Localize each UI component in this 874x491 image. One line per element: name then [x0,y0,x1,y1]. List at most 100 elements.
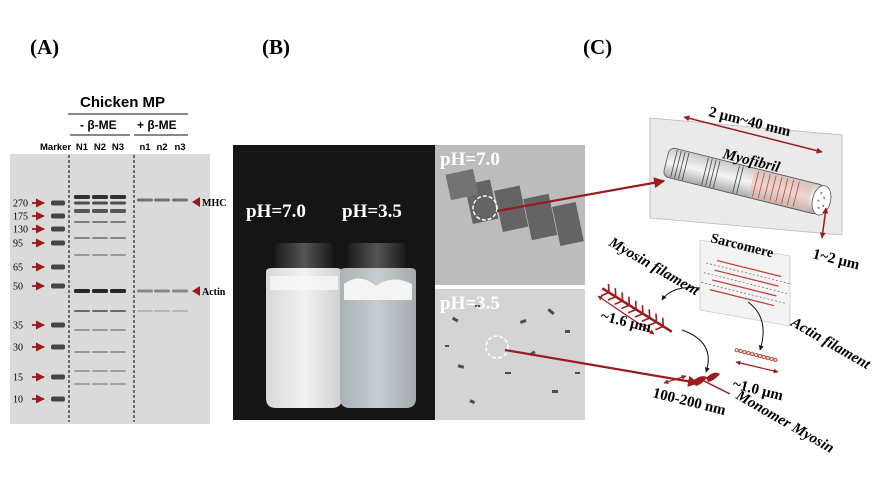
myosin-length-arrow [597,295,655,335]
protein-band [92,310,108,312]
actin-length-arrow [735,360,779,374]
sarcomere-filaments [701,259,790,307]
protein-band [92,289,108,293]
protein-band [172,198,188,202]
myosin-length-label: ~1.6 μm [599,308,653,336]
mw-label: 130 [13,225,28,236]
protein-band [110,310,126,312]
mw-label: 95 [13,239,23,250]
myofibril-diameter-label: 1~2 μm [811,246,861,273]
mhc-pointer-icon [192,197,200,207]
ladder-band [51,213,65,219]
protein-band [92,383,108,385]
ladder-band [51,396,65,402]
mw-label: 175 [13,212,28,223]
protein-band [172,289,188,293]
protein-band [154,289,170,293]
panel-label-c: (C) [583,35,612,59]
mw-label: 35 [13,321,23,332]
myosin-to-monomer-arrow [681,329,710,373]
tem-monomer-particles [445,305,580,405]
protein-band [110,351,126,353]
group-minus-label: - β-ME [80,118,117,132]
protein-band [137,310,153,312]
protein-band [74,329,90,331]
ladder-band [51,283,65,289]
protein-band [110,289,126,293]
mw-labels: 270 175 130 95 65 50 35 30 15 10 [13,198,45,406]
myosin-filament-label: Myosin filament [605,234,702,299]
sarcomere-to-myosin-arrow [661,287,701,301]
protein-band [74,201,90,205]
gel-bands [51,195,188,402]
vial-left-ph: pH=7.0 [246,201,306,222]
ladder-band [51,226,65,232]
protein-band [110,195,126,199]
actin-filament-shape [734,348,778,362]
protein-band [92,237,108,239]
ladder-band [51,200,65,206]
protein-band [74,254,90,256]
tem-top-zoom-circle [472,195,498,221]
ladder-band [51,344,65,350]
monomer-size-label: 100-200 nm [651,385,728,419]
protein-band [92,201,108,205]
mw-label: 10 [13,395,23,406]
lane-label: n3 [174,142,185,153]
mw-label: 65 [13,263,23,274]
lane-label: n1 [139,142,151,153]
protein-band [110,221,126,223]
mw-label: 270 [13,199,28,210]
protein-band [110,209,126,213]
protein-band [74,209,90,213]
tem-bottom-ph: pH=3.5 [440,293,500,314]
ladder-band [51,240,65,246]
protein-band [110,201,126,205]
protein-band [92,370,108,372]
myofibril-length-arrow [683,115,823,154]
protein-band [110,329,126,331]
protein-band [154,310,170,312]
gel-title: Chicken MP [80,94,165,111]
sarcomere-to-actin-arrow [747,301,764,351]
protein-band [74,289,90,293]
myofibril-cylinder [663,147,832,216]
tem-top-ph: pH=7.0 [440,149,500,170]
protein-band [74,383,90,385]
tem-image-ph35 [435,289,585,420]
mhc-band-label: MHC [202,198,226,209]
marker-lane-label: Marker [40,142,71,153]
vial-right-ph: pH=3.5 [342,201,402,222]
protein-band [137,198,153,202]
schematic-panel: (C) 2 μm~40 mm [583,35,874,457]
protein-band [92,209,108,213]
protein-band [74,237,90,239]
mw-label: 50 [13,282,23,293]
ladder-band [51,264,65,270]
tem-to-myofibril-arrow [496,177,666,213]
vial-ph7 [266,243,342,408]
protein-band [74,370,90,372]
lane-label: N3 [112,142,124,153]
protein-band [92,329,108,331]
actin-band-label: Actin [202,287,226,298]
lane-label: n2 [156,142,167,153]
vial-ph35 [340,243,416,408]
tem-bottom-zoom-circle [485,335,509,359]
lane-label: N2 [94,142,106,153]
ladder-band [51,322,65,328]
panel-label-a: (A) [30,35,59,59]
protein-band [154,198,170,202]
mw-label: 30 [13,343,23,354]
mw-label: 15 [13,373,23,384]
protein-band [74,221,90,223]
protein-band [137,289,153,293]
lane-label: N1 [76,142,89,153]
protein-band [74,310,90,312]
protein-band [110,370,126,372]
protein-band [74,195,90,199]
actin-filament-label: Actin filament [787,314,873,373]
protein-band [110,254,126,256]
